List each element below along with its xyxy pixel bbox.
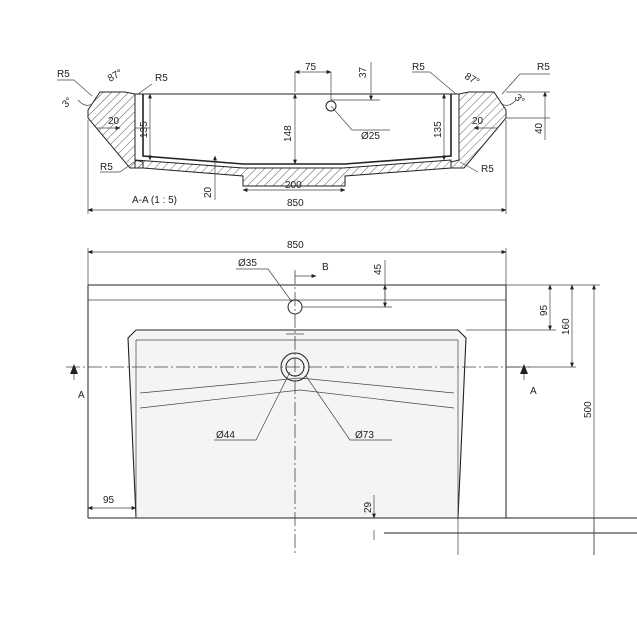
section-hole-offset: 75 — [305, 62, 317, 73]
section-radius-bottom-left: R5 — [100, 162, 113, 173]
section-hole-diameter: Ø25 — [361, 131, 380, 142]
section-drain-width: 200 — [285, 180, 302, 191]
section-right-wall-height: 135 — [433, 121, 444, 138]
section-overall-width: 850 — [287, 198, 304, 209]
section-wall-angle-left: 3° — [60, 96, 75, 111]
plan-section-marker-right: A — [530, 386, 537, 397]
section-wall-angle-right: 3° — [512, 92, 527, 107]
plan-front-edge: 29 — [363, 501, 374, 513]
section-basin-inner — [142, 94, 452, 165]
plan-drain-inner-diameter: Ø44 — [216, 430, 235, 441]
plan-overall-width: 850 — [287, 240, 304, 251]
section-right-wall: 20 — [472, 116, 484, 127]
section-right-rim — [450, 91, 507, 169]
section-angle-left: 87° — [106, 68, 125, 85]
plan-view-marker-b: B — [322, 262, 329, 273]
plan-drain-offset: 160 — [561, 318, 572, 335]
section-hole — [325, 100, 337, 112]
section-hole-depth: 37 — [358, 66, 369, 78]
plan-tap-hole-diameter: Ø35 — [238, 258, 257, 269]
section-radius-inner-left: R5 — [155, 73, 168, 84]
plan-drain-outer-diameter: Ø73 — [355, 430, 374, 441]
section-radius-top-left: R5 — [57, 69, 70, 80]
section-left-rim — [87, 91, 144, 169]
section-radius-inner-right: R5 — [412, 62, 425, 73]
plan-view: 850 Ø35 B 45 95 160 500 Ø44 Ø73 — [66, 240, 637, 555]
section-left-wall: 20 — [108, 116, 120, 127]
section-title: A-A (1 : 5) — [132, 195, 177, 206]
plan-section-marker-left: A — [78, 390, 85, 401]
plan-overall-depth: 500 — [583, 401, 594, 418]
section-bottom — [134, 159, 452, 187]
plan-side-edge: 95 — [103, 495, 115, 506]
section-radius-top-right: R5 — [537, 62, 550, 73]
section-view: 850 A-A (1 : 5) 75 37 148 135 135 20 20 … — [57, 62, 550, 214]
section-depth: 148 — [283, 125, 294, 142]
section-edge-height: 40 — [534, 122, 545, 134]
section-bottom-thickness: 20 — [203, 186, 214, 198]
plan-tap-offset: 45 — [373, 263, 384, 275]
section-radius-bottom-right: R5 — [481, 164, 494, 175]
plan-basin-edge: 95 — [539, 304, 550, 316]
section-left-wall-height: 135 — [139, 121, 150, 138]
section-angle-right: 87° — [463, 71, 482, 88]
